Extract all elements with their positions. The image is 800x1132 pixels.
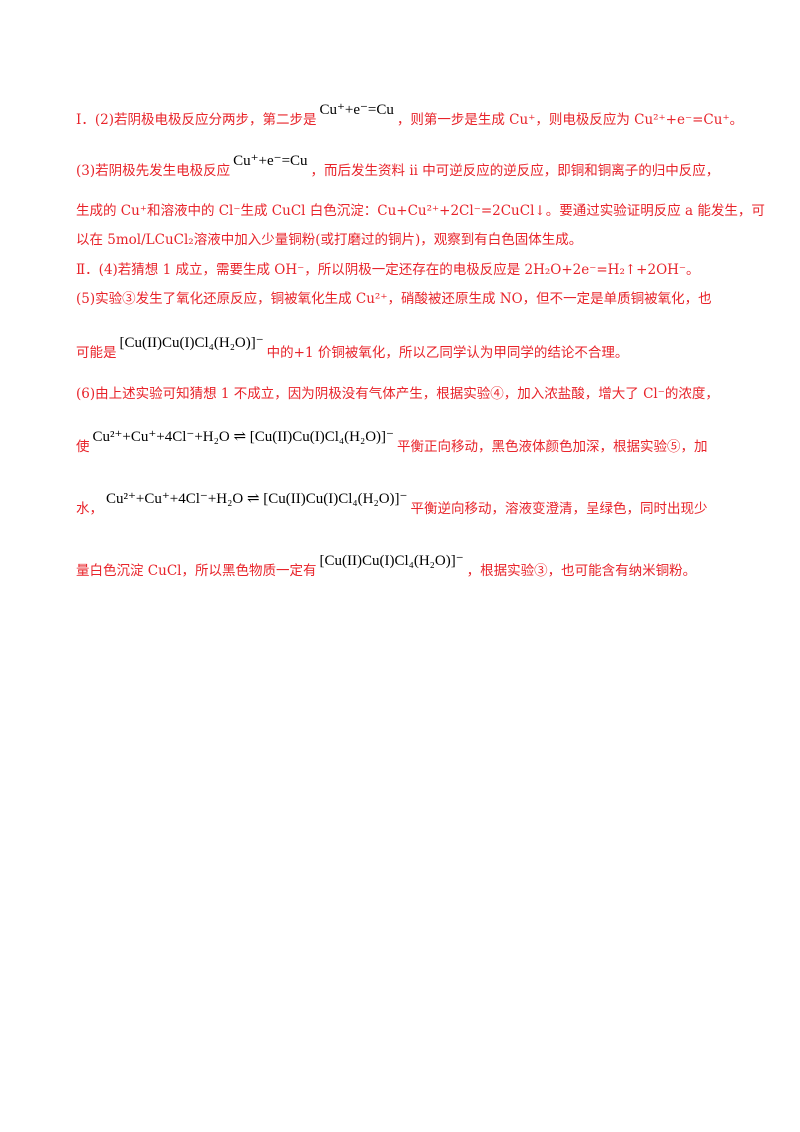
text-line-4: 以在 5mol/LCuCl₂溶液中加入少量铜粉(或打磨过的铜片)，观察到有白色固… (76, 232, 583, 248)
text-line-9: 使Cu²⁺+Cu⁺+4Cl⁻+H₂O ⇌ [Cu(II)Cu(I)Cl₄(H₂O… (76, 429, 708, 455)
formula: Cu²⁺+Cu⁺+4Cl⁻+H₂O ⇌ [Cu(II)Cu(I)Cl₄(H₂O)… (106, 491, 408, 507)
text-line-2: (3)若阴极先发生电极反应Cu⁺+e⁻=Cu，而后发生资料 ii 中可逆反应的逆… (76, 153, 720, 179)
text-line-6: (5)实验③发生了氧化还原反应，铜被氧化生成 Cu²⁺，硝酸被还原生成 NO，但… (76, 291, 712, 307)
formula: Cu⁺+e⁻=Cu (319, 102, 394, 118)
text-line-3: 生成的 Cu⁺和溶液中的 Cl⁻生成 CuCl 白色沉淀：Cu+Cu²⁺+2Cl… (76, 203, 765, 219)
text-line-8: (6)由上述实验可知猜想 1 不成立，因为阴极没有气体产生，根据实验④，加入浓盐… (76, 386, 719, 402)
text-line-5: Ⅱ．(4)若猜想 1 成立，需要生成 OH⁻，所以阴极一定还存在的电极反应是 2… (76, 262, 700, 278)
text-line-10: 水，Cu²⁺+Cu⁺+4Cl⁻+H₂O ⇌ [Cu(II)Cu(I)Cl₄(H₂… (76, 491, 708, 517)
formula: [Cu(II)Cu(I)Cl₄(H₂O)]⁻ (319, 553, 464, 569)
formula: [Cu(II)Cu(I)Cl₄(H₂O)]⁻ (119, 335, 264, 351)
text-line-1: Ⅰ．(2)若阴极电极反应分两步，第二步是Cu⁺+e⁻=Cu，则第一步是生成 Cu… (76, 102, 744, 128)
text-line-7: 可能是[Cu(II)Cu(I)Cl₄(H₂O)]⁻中的+1 价铜被氧化，所以乙同… (76, 335, 629, 361)
formula: Cu⁺+e⁻=Cu (233, 153, 308, 169)
formula: Cu²⁺+Cu⁺+4Cl⁻+H₂O ⇌ [Cu(II)Cu(I)Cl₄(H₂O)… (92, 429, 394, 445)
text-line-11: 量白色沉淀 CuCl，所以黑色物质一定有[Cu(II)Cu(I)Cl₄(H₂O)… (76, 553, 697, 579)
